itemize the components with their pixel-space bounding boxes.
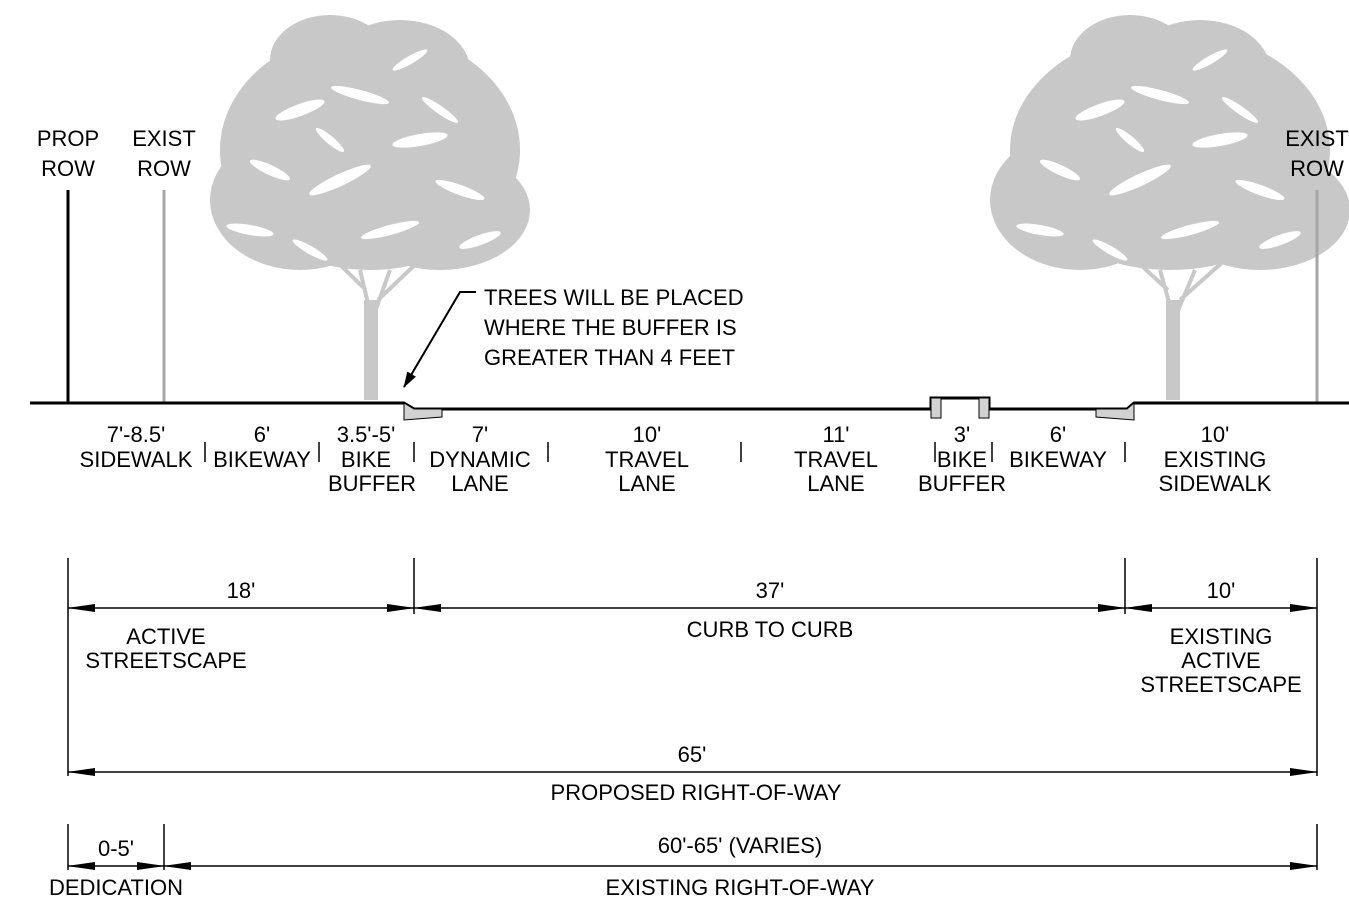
curb-left [403, 402, 443, 421]
segment-sidewalk-name: SIDEWALK [80, 447, 193, 472]
callout-line3: GREATER THAN 4 FEET [484, 345, 735, 370]
segment-bike-buffer-left-name1: BIKE [341, 447, 391, 472]
prop-row-label-line1: PROP [37, 126, 99, 151]
segment-travel-lane-2-name1: TRAVEL [794, 447, 878, 472]
dim-active-streetscape-label1: ACTIVE [126, 624, 205, 649]
segment-bike-buffer-left-name2: BUFFER [328, 471, 416, 496]
dim-curb-to-curb-label: CURB TO CURB [687, 617, 854, 642]
segment-dynamic-lane-name2: LANE [451, 471, 508, 496]
exist-row-label-right-line1: EXIST [1285, 126, 1349, 151]
exist-row-label-left-line1: EXIST [132, 126, 196, 151]
segment-bike-buffer-left-width: 3.5'-5' [337, 422, 396, 447]
tree-illustration-left [210, 15, 530, 401]
segment-bike-buffer-right-name1: BIKE [937, 447, 987, 472]
dim-proposed-row-value: 65' [678, 742, 707, 767]
exist-row-label-right-line2: ROW [1290, 156, 1344, 181]
prop-row-label-line2: ROW [41, 156, 95, 181]
curb-right [1095, 401, 1135, 421]
segment-dividers [204, 442, 1126, 462]
dim-existing-active-value: 10' [1207, 578, 1236, 603]
segment-dynamic-lane-name1: DYNAMIC [429, 447, 531, 472]
segment-existing-sidewalk-width: 10' [1201, 422, 1230, 447]
segment-dynamic-lane-width: 7' [472, 422, 488, 447]
dim-existing-row-label: EXISTING RIGHT-OF-WAY [606, 875, 875, 900]
callout-line1: TREES WILL BE PLACED [484, 285, 744, 310]
segment-bikeway-right-name: BIKEWAY [1009, 447, 1107, 472]
segment-travel-lane-1-name1: TRAVEL [605, 447, 689, 472]
segment-bike-buffer-right-name2: BUFFER [918, 471, 1006, 496]
dim-proposed-row-label: PROPOSED RIGHT-OF-WAY [551, 780, 842, 805]
segment-travel-lane-1-width: 10' [633, 422, 662, 447]
dim-existing-active-label2: ACTIVE [1181, 648, 1260, 673]
dim-existing-active-label1: EXISTING [1170, 624, 1273, 649]
tree-illustration-right [990, 15, 1349, 401]
exist-row-label-left-line2: ROW [137, 156, 191, 181]
dim-dedication-value: 0-5' [98, 836, 134, 861]
segment-sidewalk-width: 7'-8.5' [107, 422, 166, 447]
extension-lines [67, 558, 1318, 870]
segment-bikeway-right-width: 6' [1050, 422, 1066, 447]
segment-bike-buffer-right-width: 3' [954, 422, 970, 447]
dim-active-streetscape-label2: STREETSCAPE [85, 648, 246, 673]
segment-travel-lane-1-name2: LANE [618, 471, 675, 496]
dim-existing-row-value: 60'-65' (VARIES) [658, 833, 823, 858]
road-profile [30, 396, 1349, 411]
callout-leader [403, 291, 476, 388]
dim-existing-active-label3: STREETSCAPE [1140, 672, 1301, 697]
segment-existing-sidewalk-name1: EXISTING [1164, 447, 1267, 472]
segment-travel-lane-2-width: 11' [822, 422, 849, 447]
segment-bikeway-left-name: BIKEWAY [213, 447, 311, 472]
callout-line2: WHERE THE BUFFER IS [484, 315, 737, 340]
dim-dedication-label: DEDICATION [49, 875, 183, 900]
segment-bikeway-left-width: 6' [254, 422, 270, 447]
dim-active-streetscape-value: 18' [227, 578, 256, 603]
segment-travel-lane-2-name2: LANE [807, 471, 864, 496]
median-curb-right [978, 397, 990, 419]
dim-curb-to-curb-value: 37' [756, 578, 785, 603]
segment-existing-sidewalk-name2: SIDEWALK [1159, 471, 1272, 496]
median-curb-left [930, 397, 942, 419]
